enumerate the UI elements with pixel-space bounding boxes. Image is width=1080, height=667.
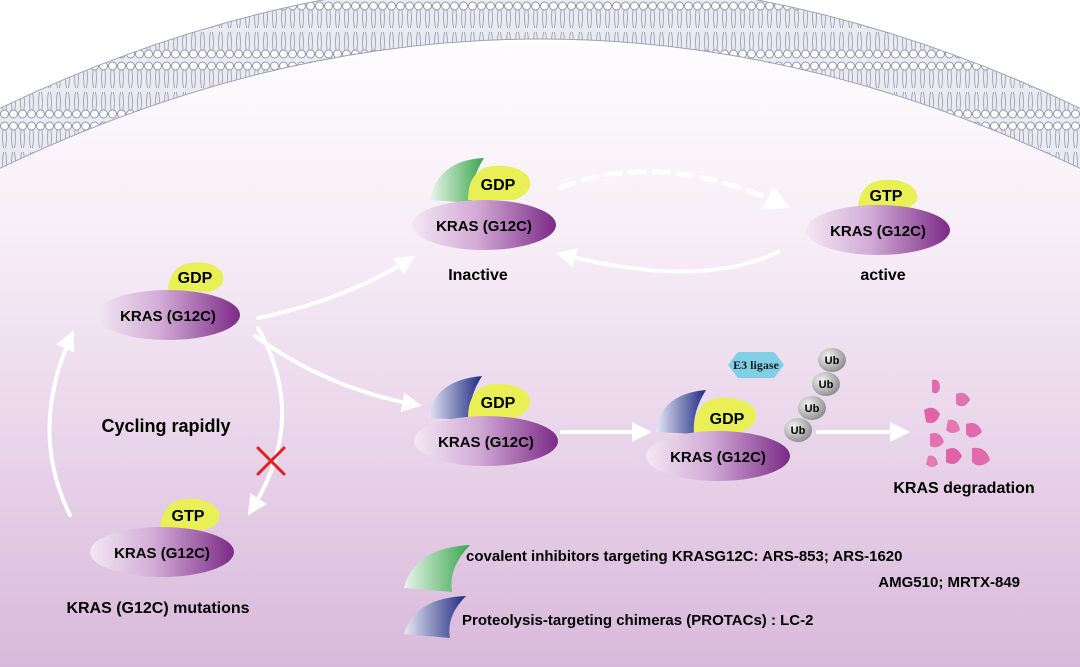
blocked-cross xyxy=(256,446,286,476)
ub-bead xyxy=(812,372,840,396)
ub-label: Ub xyxy=(805,403,820,415)
ub-bead xyxy=(784,418,812,442)
ubiquitin-chain: Ub Ub Ub Ub xyxy=(784,348,846,442)
nucleotide-label: GTP xyxy=(870,188,903,205)
ub-bead xyxy=(798,396,826,420)
protein-label: KRAS (G12C) xyxy=(114,545,210,562)
nucleotide-gdp xyxy=(168,262,224,292)
ub-bead xyxy=(818,348,846,372)
protac-shape xyxy=(428,376,482,420)
e3-ligase-label: E3 ligase xyxy=(733,358,779,372)
legend-blue-swatch xyxy=(404,596,466,638)
nucleotide-label: GDP xyxy=(710,411,745,428)
legend-green-swatch xyxy=(404,545,470,592)
legend: covalent inhibitors targeting KRASG12C: … xyxy=(404,545,1020,638)
active-label: active xyxy=(860,267,905,284)
arrow-gtp-to-gdp xyxy=(47,330,75,517)
legend-covalent-text: covalent inhibitors targeting KRASG12C: … xyxy=(466,548,902,565)
ub-label: Ub xyxy=(819,379,834,391)
nucleotide-gdp xyxy=(468,383,531,418)
kras-active: GTP KRAS (G12C) xyxy=(806,179,950,255)
legend-protac-text: Proteolysis-targeting chimeras (PROTACs)… xyxy=(462,612,813,629)
protein-label: KRAS (G12C) xyxy=(120,308,216,325)
nucleotide-gtp xyxy=(858,179,918,209)
kras-left-top: GDP KRAS (G12C) xyxy=(96,262,240,340)
nucleotide-gtp xyxy=(160,498,220,530)
nucleotide-label: GTP xyxy=(172,508,205,525)
mutations-label: KRAS (G12C) mutations xyxy=(66,600,249,617)
protein-label: KRAS (G12C) xyxy=(438,434,534,451)
protac-shape xyxy=(656,390,706,434)
cycling-label: Cycling rapidly xyxy=(101,416,230,436)
nucleotide-label: GDP xyxy=(481,395,516,412)
legend-covalent-text-2: AMG510; MRTX-849 xyxy=(878,574,1020,591)
protein-label: KRAS (G12C) xyxy=(670,449,766,466)
e3-ligase: E3 ligase xyxy=(728,352,784,378)
degradation-label: KRAS degradation xyxy=(893,480,1034,497)
protein-label: KRAS (G12C) xyxy=(436,218,532,235)
ub-label: Ub xyxy=(825,355,840,367)
ub-label: Ub xyxy=(791,425,806,437)
degradation-fragments xyxy=(924,379,990,467)
kras-protein xyxy=(646,431,790,481)
protein-label: KRAS (G12C) xyxy=(830,223,926,240)
inactive-label: Inactive xyxy=(448,267,508,284)
kras-protein xyxy=(806,205,950,255)
kras-ubiquitinated: GDP KRAS (G12C) E3 ligase Ub Ub Ub Ub xyxy=(646,348,846,481)
arrow-gdp-to-gtp xyxy=(247,326,285,516)
nucleotide-gdp xyxy=(468,165,531,200)
arrow-to-protac xyxy=(253,334,422,413)
kras-protein xyxy=(90,527,234,577)
nucleotide-label: GDP xyxy=(481,177,516,194)
kras-left-bottom: GTP KRAS (G12C) xyxy=(90,498,234,577)
kras-protac: GDP KRAS (G12C) xyxy=(414,376,558,466)
nucleotide-gdp xyxy=(694,397,757,432)
kras-protein xyxy=(96,290,240,340)
cycle-arrows xyxy=(47,169,910,517)
kras-protein xyxy=(412,200,556,250)
arrow-active-to-inactive xyxy=(556,248,780,274)
kras-protein xyxy=(414,416,558,466)
arrow-inactive-to-active-dashed xyxy=(557,169,791,209)
kras-inactive: GDP KRAS (G12C) xyxy=(412,158,556,250)
arrow-to-inactive xyxy=(256,255,416,320)
nucleotide-label: GDP xyxy=(178,270,213,287)
